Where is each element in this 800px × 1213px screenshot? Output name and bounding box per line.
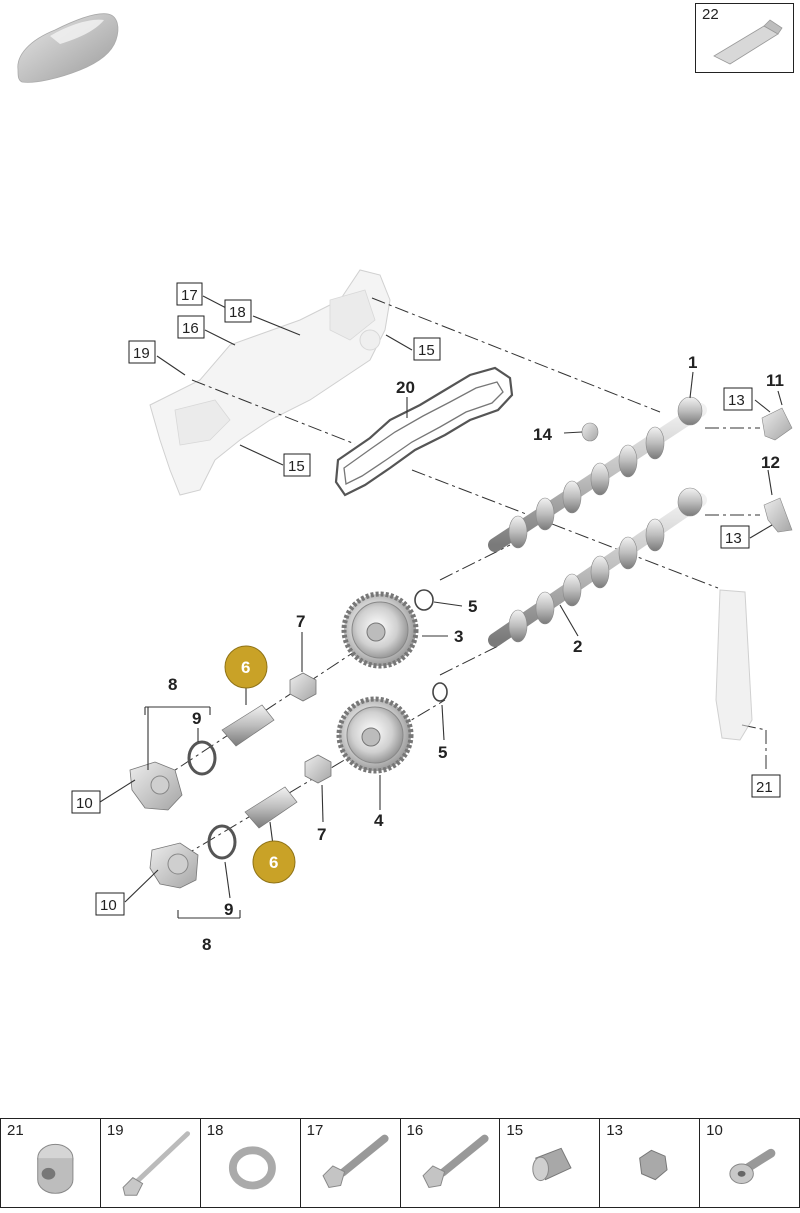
central-valve: [221, 704, 275, 747]
callout-4: 4: [374, 811, 384, 830]
callout-21: 21: [756, 779, 773, 796]
callout-7a: 7: [296, 612, 305, 631]
thumb-label: 13: [606, 1122, 623, 1139]
long-bolt-icon: [122, 1131, 190, 1196]
seal-ring: [187, 740, 217, 776]
callout-9b: 9: [224, 900, 233, 919]
callout-10a: 10: [76, 795, 93, 812]
callout-6b-circle: 6: [252, 840, 296, 884]
callout-13b: 13: [725, 530, 742, 547]
callout-14: 14: [533, 425, 552, 444]
thumb-label: 15: [506, 1122, 524, 1139]
callout-21-box: 21: [751, 774, 781, 798]
thumb-10[interactable]: 10: [700, 1119, 799, 1207]
callout-19-box: 19: [128, 340, 156, 364]
callout-13a-box: 13: [723, 387, 753, 411]
bolt-icon: [322, 1134, 389, 1188]
bolt-icon: [421, 1134, 489, 1188]
callout-16: 16: [182, 320, 199, 337]
callout-12: 12: [761, 453, 780, 472]
callout-13b-box: 13: [720, 525, 750, 549]
thumb-label: 16: [406, 1122, 424, 1139]
sealant-inset: 22: [695, 3, 794, 73]
thumb-19[interactable]: 19: [101, 1119, 201, 1207]
central-valve-2: [244, 786, 298, 829]
plug-icon: [532, 1147, 572, 1182]
callout-6a-circle: 6: [224, 645, 268, 689]
o-ring-2: [432, 682, 448, 702]
exhaust-camshaft: [488, 487, 707, 647]
cover-gasket: [334, 366, 514, 497]
callout-15b-box: 15: [283, 453, 311, 477]
thumb-18[interactable]: 18: [201, 1119, 301, 1207]
callout-6a: 6: [241, 658, 250, 677]
o-ring: [414, 589, 434, 611]
thumb-17[interactable]: 17: [301, 1119, 401, 1207]
thumb-label: 18: [206, 1122, 224, 1139]
camshaft-sensor: [761, 407, 793, 441]
flange-bolt-icon: [729, 1148, 776, 1185]
callout-10a-box: 10: [71, 790, 101, 814]
callout-10b-box: 10: [95, 892, 125, 916]
solenoid-actuator-2: [149, 842, 199, 889]
callout-15b: 15: [288, 458, 305, 475]
sleeve-icon: [37, 1143, 74, 1194]
seal-ring-2: [207, 824, 237, 860]
callout-3: 3: [454, 627, 463, 646]
thumb-label: 17: [306, 1122, 324, 1139]
thumb-label: 10: [706, 1122, 723, 1139]
callout-13a: 13: [728, 392, 745, 409]
callout-19: 19: [133, 345, 150, 362]
solenoid-actuator: [129, 761, 183, 811]
callout-15a-box: 15: [413, 337, 441, 361]
cap-nut-icon: [639, 1149, 668, 1181]
callout-10b: 10: [100, 897, 117, 914]
thumb-16[interactable]: 16: [401, 1119, 501, 1207]
callout-9a: 9: [192, 709, 201, 728]
callout-17: 17: [181, 287, 198, 304]
callout-18: 18: [229, 304, 246, 321]
callout-5b: 5: [438, 743, 447, 762]
inset-label: 22: [702, 6, 719, 23]
callout-20: 20: [396, 378, 415, 397]
washer-icon: [228, 1146, 276, 1190]
leader-lines: [99, 295, 783, 919]
hex-nut: [289, 672, 317, 702]
callout-7b: 7: [317, 825, 326, 844]
callout-8b: 8: [202, 935, 211, 954]
car-icon: [17, 13, 119, 83]
cap-part: [581, 422, 599, 442]
callout-1: 1: [688, 353, 697, 372]
callout-17-box: 17: [176, 282, 203, 306]
callout-6b: 6: [269, 853, 278, 872]
callout-16-box: 16: [177, 315, 205, 339]
camshaft-sensor-2: [763, 497, 793, 533]
callout-11: 11: [766, 371, 784, 390]
intake-camshaft: [488, 396, 707, 552]
camshaft-adjuster: [341, 591, 419, 669]
thumb-15[interactable]: 15: [500, 1119, 601, 1207]
chain-guide: [715, 589, 753, 741]
parts-thumbnail-strip: 21 19 18 17 16 15: [0, 1118, 800, 1208]
camshaft-adjuster-2: [336, 696, 414, 774]
sealant-tube-icon: [713, 19, 783, 65]
callout-5a: 5: [468, 597, 477, 616]
callout-2: 2: [573, 637, 582, 656]
thumb-21[interactable]: 21: [1, 1119, 101, 1207]
callout-8a: 8: [168, 675, 177, 694]
callout-labels: 1 2 3 4 5 5 7 7 8 8 9 9 11 12 14 20 17 1…: [71, 282, 784, 954]
thumb-13[interactable]: 13: [600, 1119, 701, 1207]
callout-15a: 15: [418, 342, 435, 359]
callout-18-box: 18: [224, 299, 252, 323]
thumb-label: 19: [106, 1122, 124, 1139]
camshaft-housing: [149, 269, 391, 496]
hex-nut-2: [304, 754, 332, 784]
thumb-label: 21: [7, 1122, 24, 1139]
